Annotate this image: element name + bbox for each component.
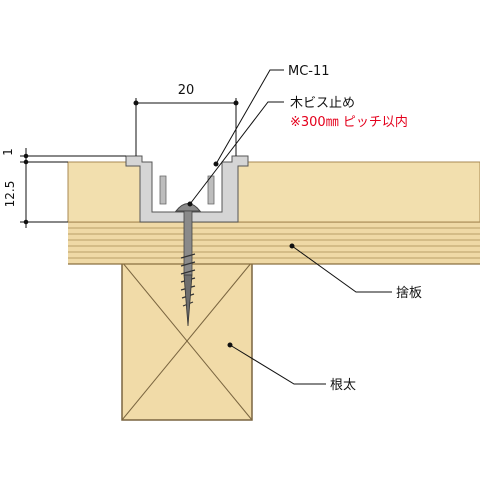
dimension-height xyxy=(20,148,126,228)
joist-cross-line xyxy=(121,261,253,421)
floor-board-left xyxy=(67,161,145,223)
width-value: 20 xyxy=(178,83,195,98)
leader-subfloor xyxy=(289,243,392,293)
leader-profile xyxy=(213,69,284,167)
floor-board-right xyxy=(231,161,480,223)
pitch-note: ※300㎜ ピッチ以内 xyxy=(290,114,408,130)
joist-label: 根太 xyxy=(330,378,356,393)
leader-joist xyxy=(227,342,326,385)
subfloor-body xyxy=(68,222,480,264)
screw-tip xyxy=(183,274,193,327)
top-thickness-value: 1 xyxy=(1,148,15,156)
subfloor-label: 捨板 xyxy=(396,285,422,301)
screw-label: 木ビス止め xyxy=(290,96,355,111)
wood-screw xyxy=(174,203,202,327)
leader-screw xyxy=(187,101,284,207)
subfloor-board xyxy=(68,221,480,265)
dimension-width xyxy=(133,98,239,156)
height-value: 12.5 xyxy=(3,181,17,208)
profile-label: MC-11 xyxy=(288,64,330,79)
